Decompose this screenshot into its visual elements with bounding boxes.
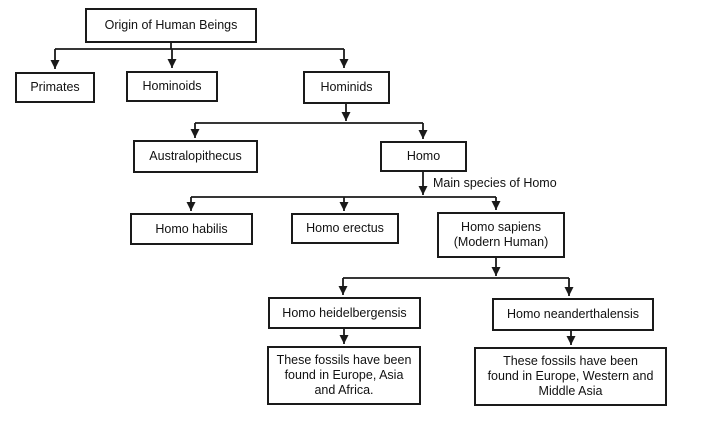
node-homo-heidelbergensis: Homo heidelbergensis	[268, 297, 421, 329]
node-hominids: Hominids	[303, 71, 390, 104]
node-label: Primates	[30, 80, 80, 94]
node-label-line2: (Modern Human)	[453, 235, 549, 249]
node-homo-neanderthalensis: Homo neanderthalensis	[492, 298, 654, 331]
node-label: Homo heidelbergensis	[282, 305, 407, 320]
node-neanderthalensis-description: These fossils have been found in Europe,…	[474, 347, 667, 406]
description-line3: Middle Asia	[538, 384, 603, 398]
node-label: Homo	[406, 149, 441, 163]
node-primates: Primates	[15, 72, 95, 103]
node-label: Homo neanderthalensis	[506, 307, 640, 321]
node-label-line1: Homo sapiens	[461, 220, 541, 234]
description-line1: These fossils have been	[276, 353, 412, 367]
description-line2: found in Europe, Western and	[487, 369, 654, 383]
node-heidelbergensis-description: These fossils have been found in Europe,…	[267, 346, 421, 405]
description-line2: found in Europe, Asia	[284, 368, 404, 382]
node-label: Origin of Human Beings	[104, 18, 238, 32]
main-species-annotation: Main species of Homo	[433, 176, 557, 190]
node-homo-habilis: Homo habilis	[130, 213, 253, 245]
description-line3: and Africa.	[314, 383, 374, 397]
node-origin-of-human-beings: Origin of Human Beings	[85, 8, 257, 43]
node-label: Australopithecus	[149, 149, 242, 163]
node-label: Hominoids	[142, 79, 202, 93]
node-hominoids: Hominoids	[126, 71, 218, 102]
node-homo-erectus: Homo erectus	[291, 213, 399, 244]
node-homo-sapiens: Homo sapiens (Modern Human)	[437, 212, 565, 258]
node-homo: Homo	[380, 141, 467, 172]
node-label: Homo erectus	[306, 221, 384, 235]
node-label: Hominids	[320, 80, 373, 94]
node-label: Homo habilis	[155, 221, 228, 236]
node-australopithecus: Australopithecus	[133, 140, 258, 173]
description-line1: These fossils have been	[503, 354, 638, 368]
